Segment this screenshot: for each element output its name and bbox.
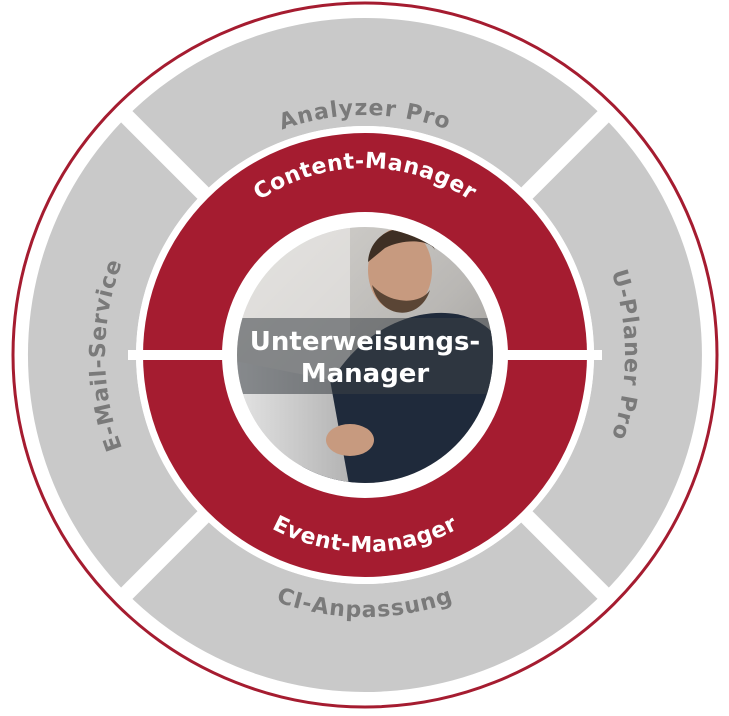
- center-title-line2: Manager: [301, 359, 430, 389]
- center-title-line1: Unterweisungs-: [250, 327, 480, 357]
